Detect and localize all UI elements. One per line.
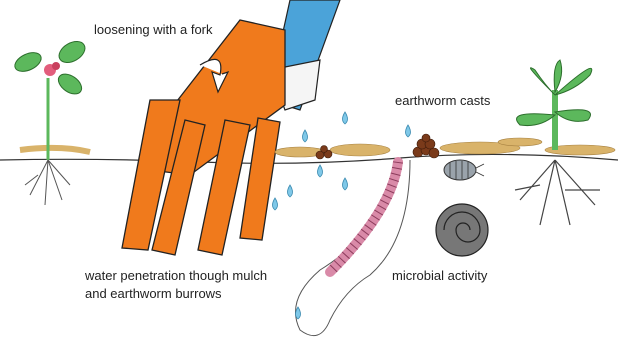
water-penetration-label-line1: water penetration though mulch — [85, 267, 267, 284]
water-penetration-label-line2: and earthworm burrows — [85, 285, 222, 302]
fork-label: loosening with a fork — [94, 21, 213, 38]
water-drop-icon — [303, 130, 308, 142]
earthworm-icon — [330, 162, 398, 272]
woodlouse-icon — [444, 160, 484, 180]
microbial-activity-label: microbial activity — [392, 267, 487, 284]
water-drop-icon — [296, 307, 301, 319]
water-drop-icon — [273, 198, 278, 210]
earthworm-casts-label: earthworm casts — [395, 92, 490, 109]
water-drop-icon — [343, 178, 348, 190]
water-drops — [273, 112, 411, 319]
garden-fork-icon — [122, 0, 340, 255]
water-drop-icon — [343, 112, 348, 124]
seedling-icon — [12, 37, 90, 205]
water-drop-icon — [406, 125, 411, 137]
water-drop-icon — [318, 165, 323, 177]
water-drop-icon — [288, 185, 293, 197]
snail-shell-icon — [436, 204, 488, 256]
